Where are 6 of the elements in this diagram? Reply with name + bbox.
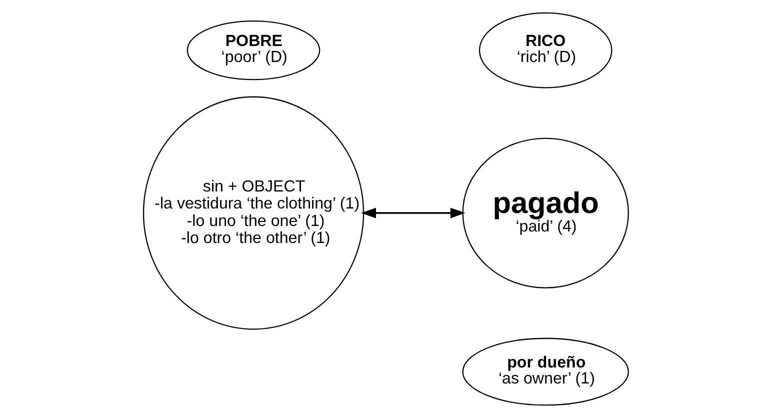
node-ellipse: RICO ‘rich’ (D) [478,12,612,88]
node-ellipse: por dueño ‘as owner’ (1) [462,338,629,406]
arrow [361,208,466,218]
node-circle: pagado ‘paid’ (4) [462,138,629,288]
node-ellipse: POBRE ‘poor’ (D) [186,20,320,80]
node-circle: sin + OBJECT -la vestidura ‘the clothing’ (1) -lo uno ‘the one’ (1) -lo otro ‘the other’ (1) [142,96,364,330]
